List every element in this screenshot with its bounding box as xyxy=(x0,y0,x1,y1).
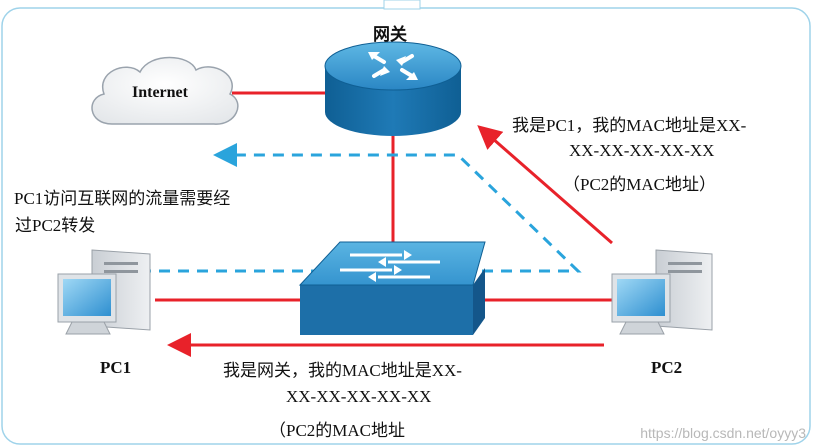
left-note-line1: PC1访问互联网的流量需要经 xyxy=(14,189,231,208)
cloud-icon xyxy=(91,56,239,125)
gateway-label: 网关 xyxy=(373,25,407,44)
left-note-line2: 过PC2转发 xyxy=(15,216,96,235)
bottom-message-line2: XX-XX-XX-XX-XX xyxy=(286,387,432,406)
router-icon xyxy=(324,41,462,136)
top-message-line1: 我是PC1，我的MAC地址是XX- xyxy=(512,116,747,135)
top-message-line3: （PC2的MAC地址） xyxy=(563,175,717,194)
top-message-line2: XX-XX-XX-XX-XX xyxy=(569,141,715,160)
pc2-label: PC2 xyxy=(651,358,683,377)
spoof-arrow-to-gateway xyxy=(477,125,613,245)
switch-icon xyxy=(298,241,486,335)
pc1-label: PC1 xyxy=(100,358,132,377)
bottom-message-line1: 我是网关，我的MAC地址是XX- xyxy=(223,361,462,380)
top-tab xyxy=(383,0,421,10)
bottom-message-line3: （PC2的MAC地址 xyxy=(269,421,406,440)
pc-icon xyxy=(57,249,151,335)
pc-icon xyxy=(611,249,713,335)
internet-label: Internet xyxy=(132,84,188,101)
watermark: https://blog.csdn.net/oyyy3 xyxy=(640,425,806,441)
